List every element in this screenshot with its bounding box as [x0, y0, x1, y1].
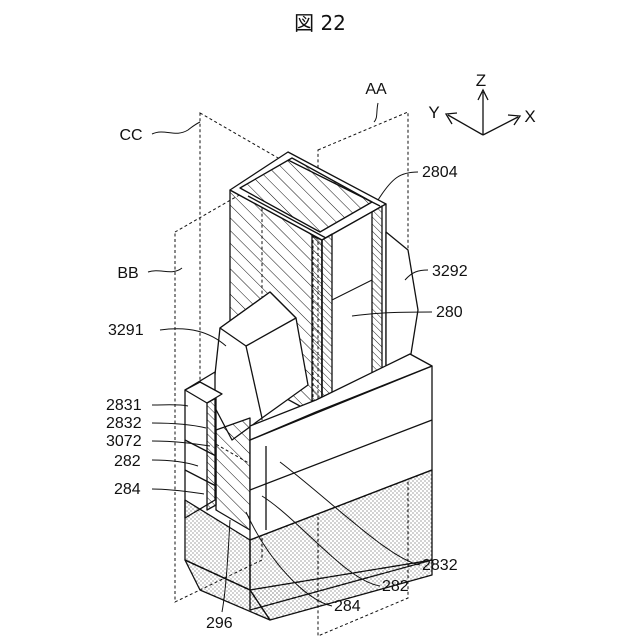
label-2831: 2831: [106, 397, 142, 414]
label-282-left: 282: [114, 453, 141, 470]
label-284-bottom: 284: [334, 598, 361, 615]
figure-title: 図 22: [294, 11, 346, 35]
device-structure: [185, 152, 432, 620]
label-3291: 3291: [108, 322, 144, 339]
axis-indicator: Z Y X: [428, 71, 535, 135]
label-2832-right: 2832: [422, 557, 458, 574]
layer-2804-a: [322, 234, 332, 420]
z-axis-label: Z: [476, 71, 486, 90]
label-280: 280: [436, 304, 463, 321]
label-282-right: 282: [382, 578, 409, 595]
label-2832-left: 2832: [106, 415, 142, 432]
label-2804: 2804: [422, 164, 458, 181]
layer-2804-b: [372, 206, 382, 396]
fin-liner: [312, 236, 322, 418]
plane-aa-label: AA: [365, 81, 387, 98]
x-axis-arrow: [483, 117, 518, 135]
gate-296: [216, 418, 250, 530]
y-axis-label: Y: [428, 103, 439, 122]
label-3072: 3072: [106, 433, 142, 450]
x-axis-label: X: [524, 107, 535, 126]
epi-3292: [386, 232, 418, 372]
label-3292: 3292: [432, 263, 468, 280]
plane-cc-label: CC: [119, 127, 142, 144]
plane-bb-leader: [148, 268, 182, 272]
label-296: 296: [206, 615, 233, 632]
plane-cc-leader: [152, 122, 200, 134]
plane-aa-leader: [374, 103, 378, 122]
label-284-left: 284: [114, 481, 141, 498]
plane-bb-label: BB: [117, 265, 138, 282]
y-axis-arrow: [448, 115, 483, 135]
